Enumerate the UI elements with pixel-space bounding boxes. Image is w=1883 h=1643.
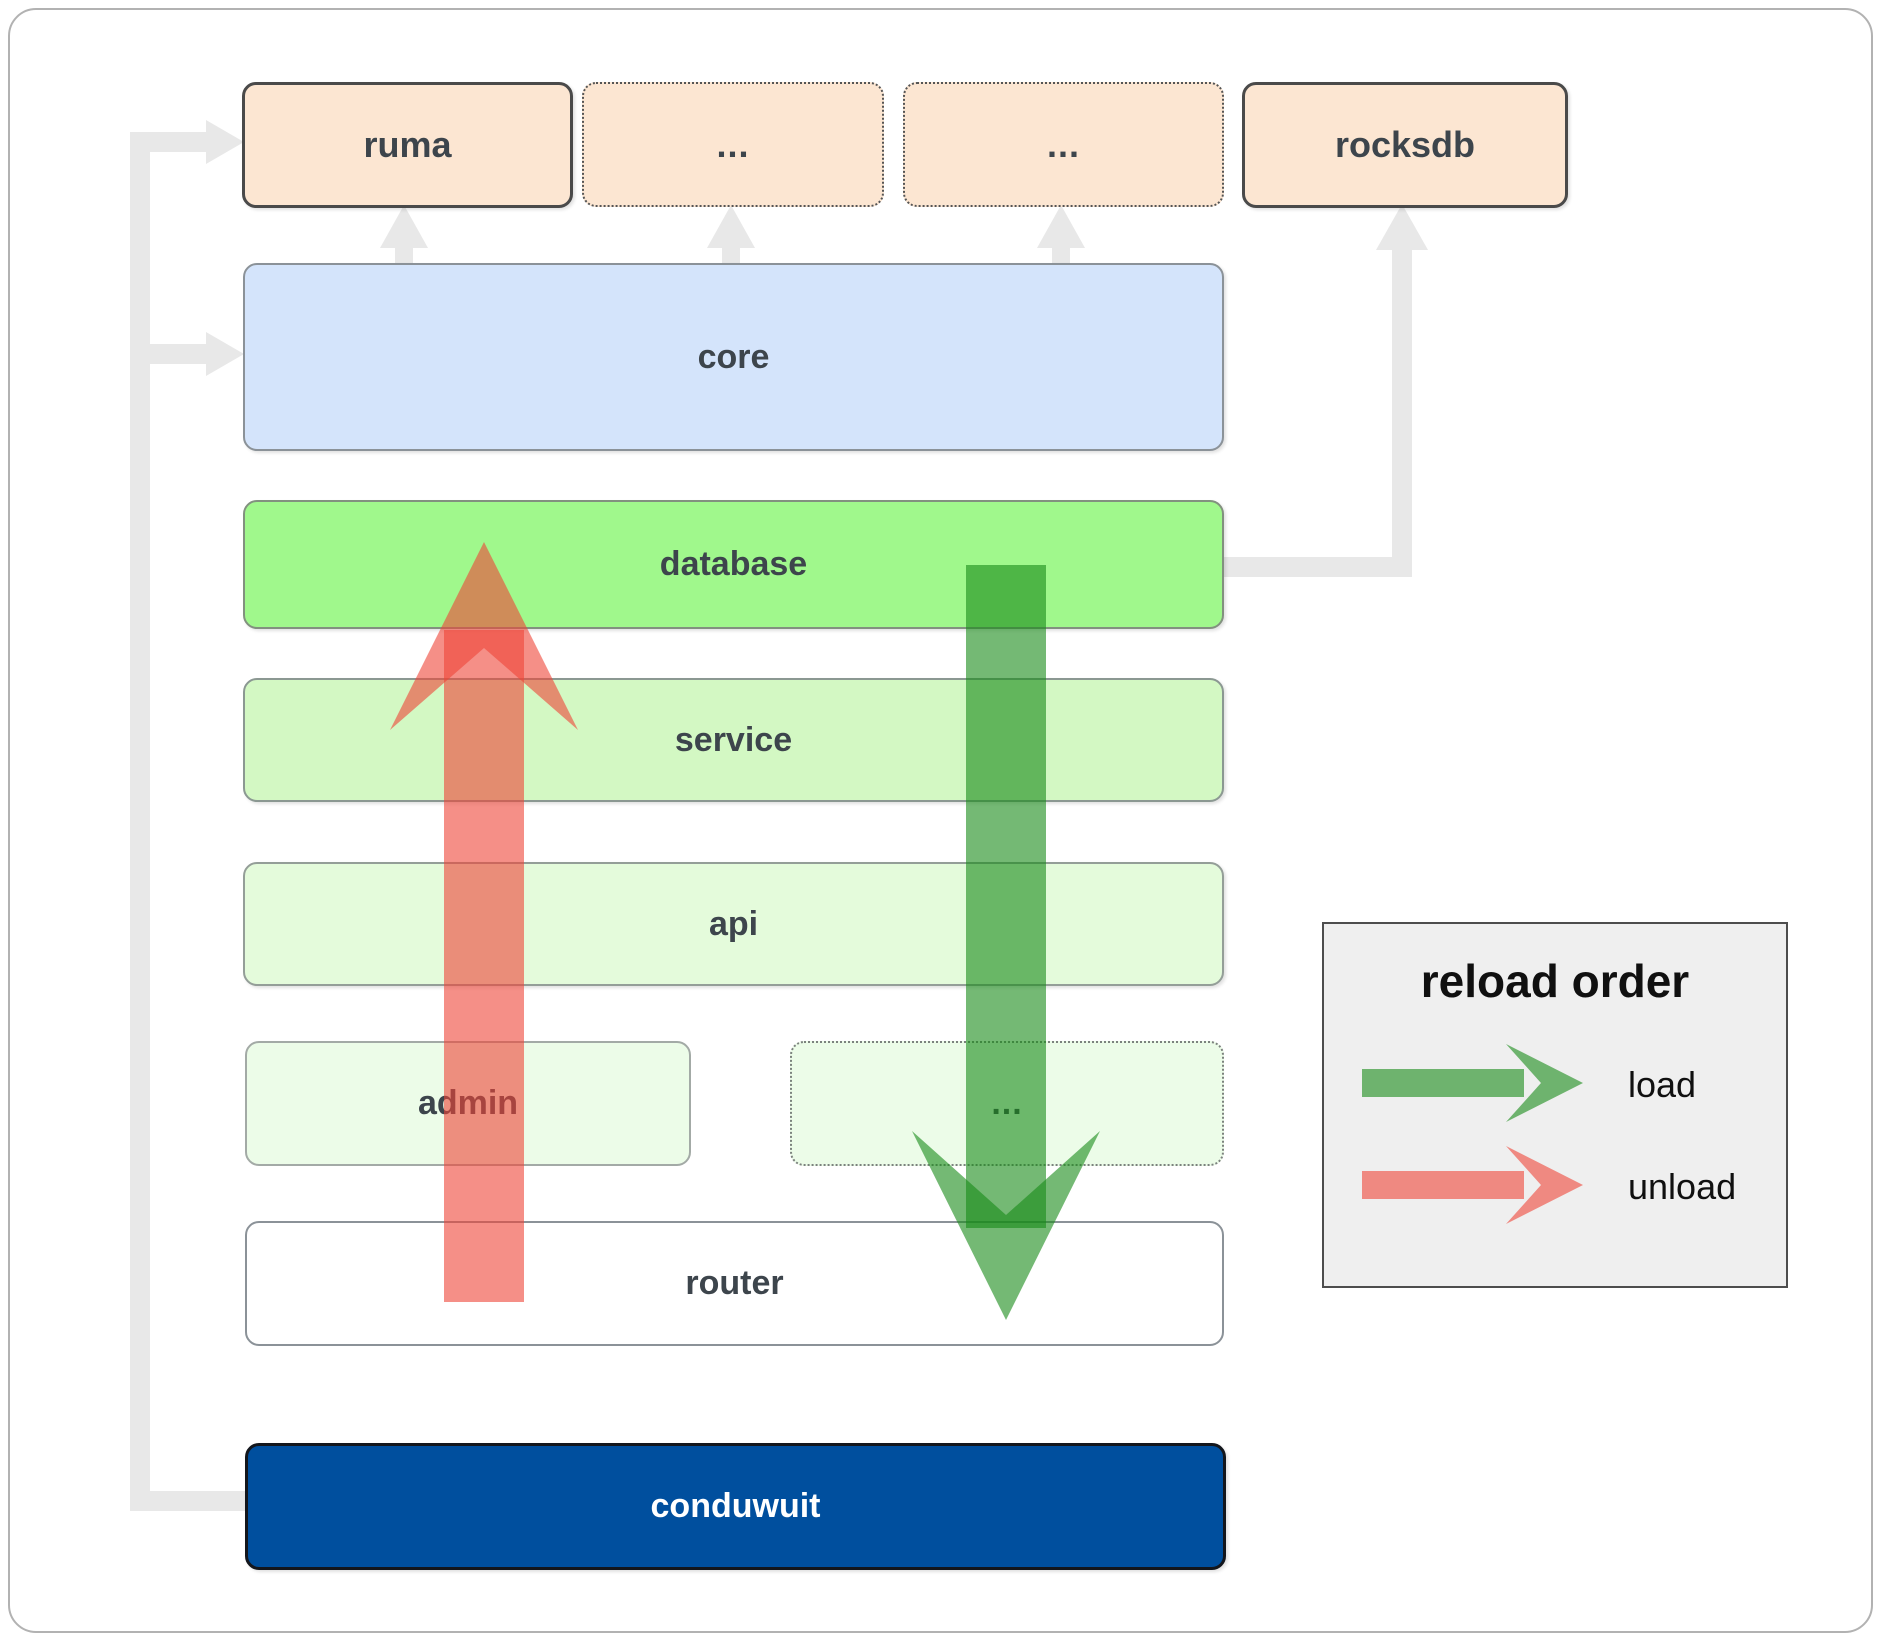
legend-box: reload order load unload: [1322, 922, 1788, 1288]
node-conduwuit: conduwuit: [245, 1443, 1226, 1570]
node-rocksdb: rocksdb: [1242, 82, 1568, 208]
node-service: service: [243, 678, 1224, 802]
legend-load-label: load: [1628, 1064, 1697, 1105]
node-conduwuit-label: conduwuit: [650, 1487, 821, 1525]
node-service-label: service: [674, 720, 793, 759]
node-ellipsis-2-label: ...: [1046, 123, 1080, 165]
node-ellipsis-3-label: ...: [991, 1084, 1023, 1122]
node-database-label: database: [659, 545, 808, 583]
node-ellipsis-1: ...: [582, 82, 884, 207]
node-database: database: [243, 500, 1224, 629]
node-router: router: [245, 1221, 1224, 1346]
node-api-label: api: [708, 904, 759, 943]
legend-title: reload order: [1420, 955, 1690, 1007]
node-router-label: router: [685, 1264, 784, 1302]
node-api: api: [243, 862, 1224, 986]
node-admin: admin: [245, 1041, 691, 1166]
diagram-outer-frame: [8, 8, 1873, 1633]
node-core-label: core: [697, 337, 770, 376]
node-ruma: ruma: [242, 82, 573, 208]
node-ellipsis-1-label: ...: [716, 123, 750, 165]
node-rocksdb-label: rocksdb: [1334, 124, 1476, 165]
node-admin-label: admin: [417, 1084, 519, 1122]
node-ellipsis-2: ...: [903, 82, 1224, 207]
node-ellipsis-3: ...: [790, 1041, 1224, 1166]
legend-unload-label: unload: [1628, 1166, 1737, 1207]
node-core: core: [243, 263, 1224, 451]
node-ruma-label: ruma: [363, 124, 452, 165]
